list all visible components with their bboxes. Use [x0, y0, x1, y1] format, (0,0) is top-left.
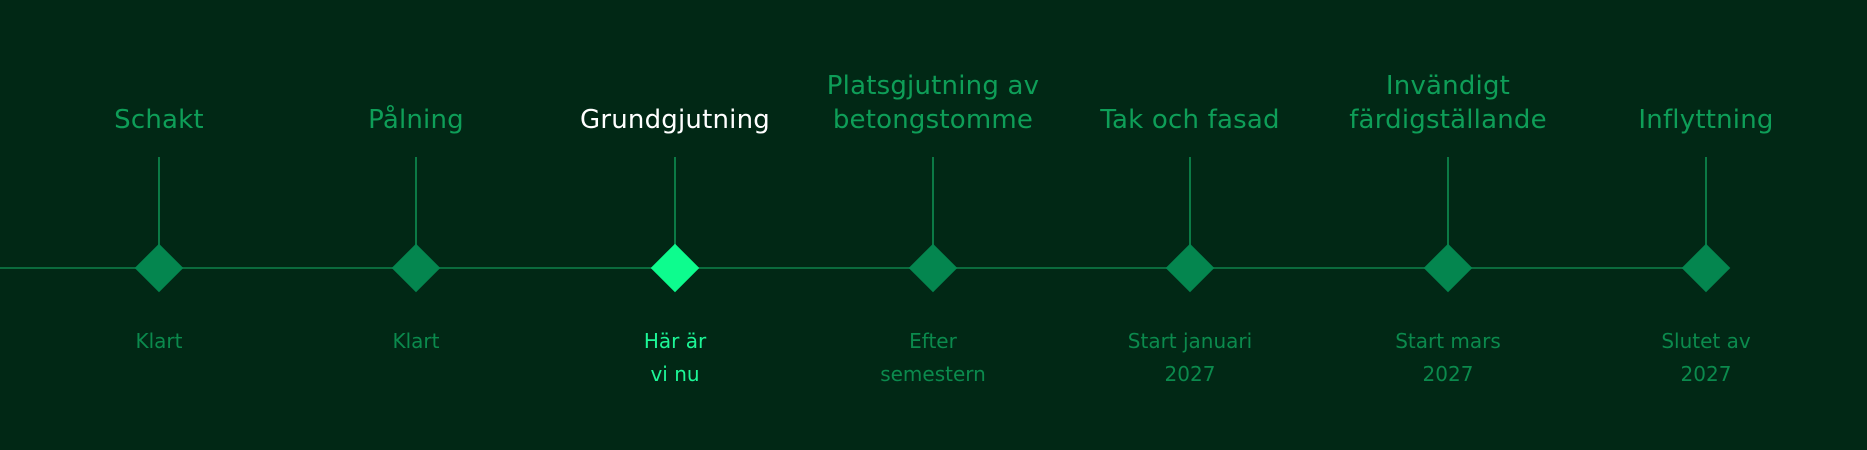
milestone-status-line: Start januari	[1127, 329, 1253, 353]
milestone-stem	[674, 157, 676, 257]
milestone-palning: Pålning Klart	[286, 0, 546, 450]
milestone-status-line: Efter	[909, 329, 957, 353]
milestone-title: Pålning	[286, 103, 546, 137]
milestone-status: Här är vi nu	[545, 325, 805, 391]
milestone-title: Inflyttning	[1576, 103, 1836, 137]
milestone-status-line: Klart	[135, 329, 183, 353]
milestone-title-line: Grundgjutning	[580, 105, 770, 135]
milestone-title: Grundgjutning	[545, 103, 805, 137]
current-milestone-diamond-icon	[650, 243, 700, 293]
milestone-diamond-icon	[391, 243, 441, 293]
milestone-stem	[158, 157, 160, 257]
milestone-status-line: Slutet av	[1661, 329, 1751, 353]
milestone-title: Platsgjutning av betongstomme	[803, 69, 1063, 137]
milestone-title-line: betongstomme	[832, 105, 1034, 135]
milestone-status: Start mars 2027	[1318, 325, 1578, 391]
milestone-diamond-icon	[908, 243, 958, 293]
milestone-status: Start januari 2027	[1060, 325, 1320, 391]
milestone-status-line: Start mars	[1395, 329, 1501, 353]
milestone-diamond-icon	[134, 243, 184, 293]
milestone-stem	[1447, 157, 1449, 257]
milestone-title: Invändigt färdigställande	[1318, 69, 1578, 137]
milestone-platsgjutning: Platsgjutning av betongstomme Efter seme…	[803, 0, 1063, 450]
milestone-status-line: 2027	[1680, 362, 1732, 386]
milestone-schakt: Schakt Klart	[29, 0, 289, 450]
milestone-tak-och-fasad: Tak och fasad Start januari 2027	[1060, 0, 1320, 450]
milestone-status: Klart	[286, 325, 546, 358]
milestone-invandigt: Invändigt färdigställande Start mars 202…	[1318, 0, 1578, 450]
milestone-diamond-icon	[1681, 243, 1731, 293]
milestone-stem	[932, 157, 934, 257]
milestone-title-line: färdigställande	[1349, 105, 1547, 135]
milestone-status-line: Klart	[392, 329, 440, 353]
milestone-title-line: Inflyttning	[1638, 105, 1774, 135]
milestone-status: Slutet av 2027	[1576, 325, 1836, 391]
milestone-diamond-icon	[1165, 243, 1215, 293]
milestone-status-line: vi nu	[650, 362, 700, 386]
milestone-status-line: 2027	[1422, 362, 1474, 386]
milestone-title-line: Pålning	[368, 105, 464, 135]
milestone-status-line: semestern	[880, 362, 986, 386]
milestone-inflyttning: Inflyttning Slutet av 2027	[1576, 0, 1836, 450]
milestone-status: Efter semestern	[803, 325, 1063, 391]
milestone-title-line: Tak och fasad	[1100, 105, 1280, 135]
milestone-status-line: 2027	[1164, 362, 1216, 386]
milestone-title: Schakt	[29, 103, 289, 137]
milestone-title-line: Invändigt	[1385, 71, 1511, 101]
milestone-stem	[1705, 157, 1707, 257]
milestone-title: Tak och fasad	[1060, 103, 1320, 137]
milestone-stem	[1189, 157, 1191, 257]
timeline-line	[0, 267, 1707, 269]
milestone-title-line: Schakt	[114, 105, 204, 135]
milestone-grundgjutning: Grundgjutning Här är vi nu	[545, 0, 805, 450]
milestone-status: Klart	[29, 325, 289, 358]
milestone-status-line: Här är	[643, 329, 707, 353]
milestone-stem	[415, 157, 417, 257]
milestone-diamond-icon	[1423, 243, 1473, 293]
milestone-title-line: Platsgjutning av	[826, 71, 1040, 101]
